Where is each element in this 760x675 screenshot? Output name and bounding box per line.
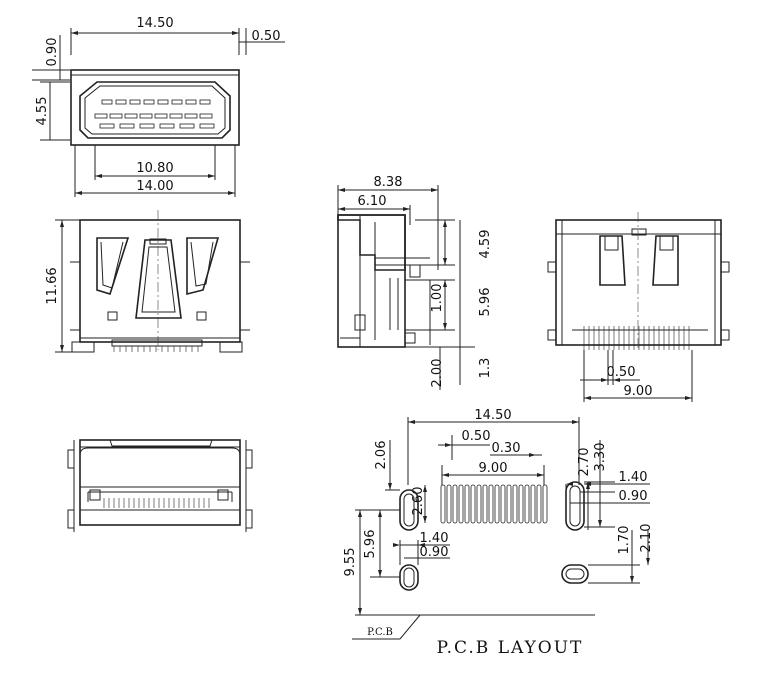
front-lead-offset-label: 0.50 [252,29,281,44]
pcb-right-slot-upper [565,481,585,531]
pcb-lower-offset-label: 5.96 [363,530,378,559]
top-length-label: 11.66 [45,267,60,304]
pcb-tag: P.C.B [367,627,393,638]
pcb-left-offset-label: 2.06 [374,441,389,470]
pcb-right-lower2-label: 2.10 [639,524,654,553]
side-overall-label: 8.38 [374,175,403,190]
pcb-slot-w-label: 1.40 [619,470,648,485]
pcb-layout-title: P.C.B LAYOUT [437,638,584,658]
side-lead-tail-label: 1.3 [478,358,493,379]
pcb-pad-pitch-label: 0.50 [462,429,491,444]
front-pin-span-label: 10.80 [136,161,173,176]
front-contacts-bottom [94,113,215,129]
front-height-label: 4.55 [35,97,50,126]
bottom-view-pins [103,498,210,508]
pcb-lower-slot-w-label: 1.40 [420,531,449,546]
front-width-top-label: 14.50 [136,16,173,31]
pcb-lower-slot-inner-label: 0.90 [420,545,449,560]
front-width-bottom-label: 14.00 [136,179,173,194]
rear-pitch-label: 0.50 [607,365,636,380]
front-contacts-top [101,99,211,105]
pcb-slot-offset-label: 3.30 [593,443,608,472]
front-view: 14.50 0.50 0.90 4.55 10.80 14.00 [32,16,285,197]
rear-row-span-label: 9.00 [624,384,653,399]
bottom-view [67,439,253,532]
front-flange-label: 0.90 [45,38,60,67]
rear-view-pins [583,326,690,350]
pcb-pad-span-label: 9.00 [479,461,508,476]
pcb-layout: 14.50 0.50 0.30 9.00 [343,408,654,658]
rear-view: 0.50 9.00 [547,212,730,402]
pcb-slot-w-inner-label: 0.90 [619,489,648,504]
pcb-left-slot-lower [399,564,419,591]
top-view: 11.66 [45,210,250,353]
side-pitch-label: 1.00 [430,284,445,313]
pcb-pad-width-label: 0.30 [492,441,521,456]
pcb-slot-h-label: 2.70 [577,448,592,477]
side-lead-len-label: 2.00 [430,359,445,388]
side-peg-pos-label: 5.96 [478,288,493,317]
side-body-label: 6.10 [358,194,387,209]
pcb-right-slot-lower [561,564,589,584]
pcb-overall-width-label: 14.50 [474,408,511,423]
pcb-right-lower-label: 1.70 [617,526,632,555]
side-stand-off-label: 4.59 [478,230,493,259]
pcb-total-depth-label: 9.55 [343,548,358,577]
pcb-pad-row [440,484,548,524]
side-view: 8.38 6.10 4. [337,175,493,390]
